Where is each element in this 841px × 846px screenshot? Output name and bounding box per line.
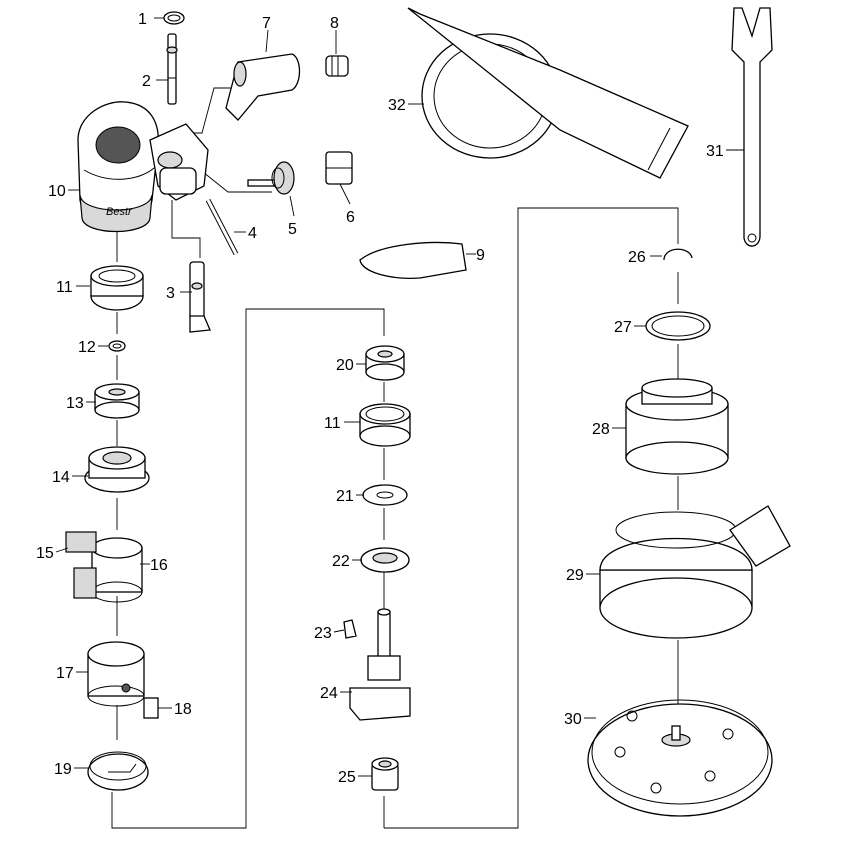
label-7: 7 bbox=[262, 15, 271, 32]
part-30-backing-pad bbox=[587, 699, 773, 817]
label-14: 14 bbox=[52, 469, 70, 486]
label-25: 25 bbox=[338, 769, 356, 786]
label-15: 15 bbox=[36, 545, 54, 562]
part-31-wrench bbox=[731, 7, 773, 247]
part-15-16-rotor bbox=[65, 531, 143, 603]
part-21-washer bbox=[362, 484, 408, 506]
label-32: 32 bbox=[388, 97, 406, 114]
part-28-ring-housing bbox=[625, 378, 729, 475]
label-19: 19 bbox=[54, 761, 72, 778]
part-3-lever bbox=[189, 261, 211, 333]
part-9-throttle bbox=[359, 241, 467, 279]
part-24-spindle bbox=[349, 608, 411, 721]
part-7-exhaust bbox=[225, 53, 301, 121]
label-11-middle: 11 bbox=[324, 415, 341, 432]
label-3: 3 bbox=[166, 285, 175, 302]
label-9: 9 bbox=[476, 247, 485, 264]
valve-block bbox=[149, 123, 209, 201]
part-11-middle-bearing-cup bbox=[359, 403, 411, 447]
part-17-cylinder bbox=[87, 641, 145, 707]
label-5: 5 bbox=[288, 221, 297, 238]
part-12-small-ring bbox=[108, 340, 126, 352]
part-25-bearing bbox=[371, 757, 399, 791]
part-8-fitting bbox=[325, 55, 349, 77]
part-4-rod bbox=[205, 198, 239, 256]
label-16: 16 bbox=[150, 557, 168, 574]
label-17: 17 bbox=[56, 665, 74, 682]
callout-labels: 1 2 3 4 5 6 7 8 9 10 11 12 13 14 15 16 1 bbox=[36, 11, 744, 786]
part-20-bearing bbox=[365, 345, 405, 381]
label-23: 23 bbox=[314, 625, 332, 642]
part-19-end-plate bbox=[87, 751, 149, 791]
label-13: 13 bbox=[66, 395, 84, 412]
label-18: 18 bbox=[174, 701, 192, 718]
part-14-end-plate bbox=[84, 446, 150, 493]
part-10-housing: Bestr bbox=[77, 101, 159, 232]
part-26-clip bbox=[663, 248, 693, 261]
label-28: 28 bbox=[592, 421, 610, 438]
part-11-left-bearing-cup bbox=[90, 265, 144, 311]
label-4: 4 bbox=[248, 225, 257, 242]
label-2: 2 bbox=[142, 73, 151, 90]
part-18-plate bbox=[143, 697, 159, 719]
part-29-shroud bbox=[599, 505, 791, 639]
svg-text:Bestr: Bestr bbox=[106, 206, 133, 218]
part-32-dust-hose bbox=[407, 7, 689, 179]
label-20: 20 bbox=[336, 357, 354, 374]
label-10: 10 bbox=[48, 183, 66, 200]
part-22-washer bbox=[360, 547, 410, 573]
part-13-bearing bbox=[94, 383, 140, 419]
part-1-ring bbox=[163, 11, 185, 25]
label-31: 31 bbox=[706, 143, 724, 160]
part-23-key bbox=[343, 619, 357, 639]
label-27: 27 bbox=[614, 319, 632, 336]
part-5-valve bbox=[247, 161, 295, 195]
label-26: 26 bbox=[628, 249, 646, 266]
label-12: 12 bbox=[78, 339, 96, 356]
part-2-pin bbox=[166, 33, 178, 105]
label-6: 6 bbox=[346, 209, 355, 226]
label-24: 24 bbox=[320, 685, 338, 702]
part-27-o-ring bbox=[645, 311, 711, 341]
label-30: 30 bbox=[564, 711, 582, 728]
label-1: 1 bbox=[138, 11, 147, 28]
label-8: 8 bbox=[330, 15, 339, 32]
label-21: 21 bbox=[336, 488, 354, 505]
label-11-left: 11 bbox=[56, 279, 73, 296]
part-6-nut bbox=[325, 151, 353, 185]
label-22: 22 bbox=[332, 553, 350, 570]
label-29: 29 bbox=[566, 567, 584, 584]
